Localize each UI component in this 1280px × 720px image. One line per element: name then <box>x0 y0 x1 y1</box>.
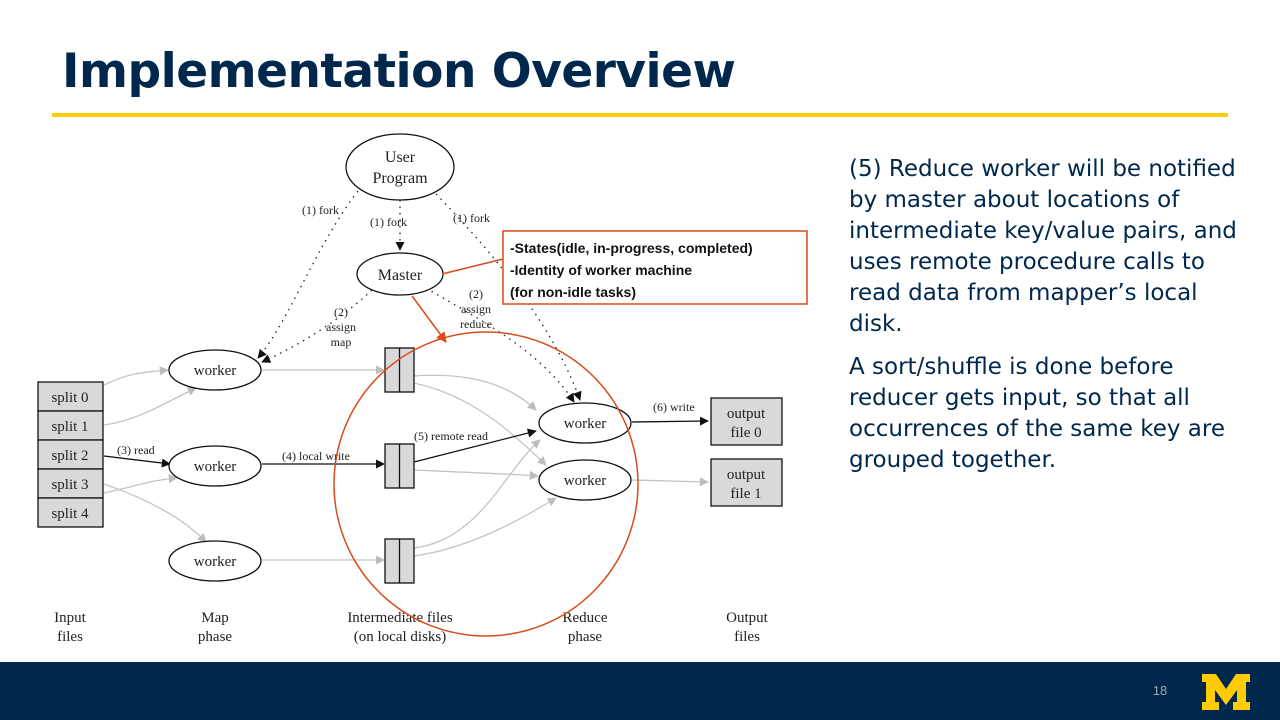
reduce-worker-2 <box>538 459 632 501</box>
phase-label-map-line1: Map <box>201 610 229 626</box>
assign-map-label-line1: (2) <box>334 305 348 319</box>
write-edge <box>631 416 709 426</box>
assign-reduce-edge <box>425 287 575 403</box>
split-label-1: split 1 <box>51 419 88 435</box>
phase-label-output-line1: Output <box>726 610 769 626</box>
edge-split3-worker3 <box>103 483 207 543</box>
remote-read-edge <box>413 428 537 463</box>
local-write-label: (4) local write <box>282 449 350 463</box>
phase-label-intermediate-line2: (on local disks) <box>354 629 446 645</box>
phase-label-input-line2: files <box>57 629 83 645</box>
notes-panel: (5) Reduce worker will be notified by ma… <box>849 154 1249 488</box>
split-box-4 <box>37 497 104 528</box>
split-label-3: split 3 <box>51 477 88 493</box>
edge-file2-reduce2 <box>413 469 539 480</box>
fork-label-center: (1) fork <box>370 215 407 229</box>
map-worker-1 <box>168 349 262 391</box>
phase-label-map-line2: phase <box>198 629 232 645</box>
note-paragraph-1: (5) Reduce worker will be notified by ma… <box>849 156 1237 337</box>
remote-read-label: (5) remote read <box>414 429 488 443</box>
assign-map-edge <box>261 289 373 363</box>
solid-edges <box>103 416 709 469</box>
intermediate-files <box>384 347 415 584</box>
fork-label-left: (1) fork <box>302 203 339 217</box>
callout-box <box>502 230 808 305</box>
phase-label-output-line2: files <box>734 629 760 645</box>
read-label: (3) read <box>117 443 155 457</box>
callout-connector <box>441 258 504 275</box>
user-program-label-line2: Program <box>372 170 428 187</box>
reduce-worker-1-label: worker <box>564 416 606 432</box>
map-worker-3 <box>168 540 262 582</box>
user-program-node <box>345 133 455 201</box>
callout-line-1: -States(idle, in-progress, completed) <box>510 240 753 256</box>
edge-split1-worker1 <box>103 387 197 426</box>
output-file-0-line1: output <box>727 406 766 422</box>
slide-title: Implementation Overview <box>62 44 736 99</box>
edge-file3-reduce1 <box>413 439 541 549</box>
edge-file3-reduce2 <box>413 497 557 557</box>
output-file-0-line2: file 0 <box>730 425 761 441</box>
edge-file1-reduce2 <box>413 382 547 466</box>
split-label-2: split 2 <box>51 448 88 464</box>
assign-reduce-label-line2: assign <box>461 302 491 316</box>
callout-line-3: (for non-idle tasks) <box>510 284 636 300</box>
page-number: 18 <box>1152 683 1168 698</box>
edge-file1-reduce1 <box>413 374 537 411</box>
assign-map-label-line2: assign <box>326 320 356 334</box>
read-edge <box>103 455 171 468</box>
master-label: Master <box>378 267 423 284</box>
reduce-worker-1 <box>538 402 632 444</box>
phase-label-input-line1: Input <box>54 610 86 626</box>
reduce-worker-2-label: worker <box>564 473 606 489</box>
output-file-1-line2: file 1 <box>730 486 761 502</box>
phase-label-reduce-line1: Reduce <box>563 610 608 626</box>
map-worker-3-label: worker <box>194 554 236 570</box>
edge-reduce2-output1 <box>631 477 709 487</box>
assign-reduce-label-line3: reduce <box>460 317 492 331</box>
output-file-0 <box>710 397 783 446</box>
map-worker-2-label: worker <box>194 459 236 475</box>
phase-label-intermediate-line1: Intermediate files <box>347 610 453 626</box>
output-file-1 <box>710 458 783 507</box>
phase-label-reduce-line2: phase <box>568 629 602 645</box>
fork-label-right: (1) fork <box>453 211 490 225</box>
mapreduce-diagram: User Program Master worker worker worker… <box>37 133 808 645</box>
university-logo <box>1202 674 1250 710</box>
edge-split3-worker2 <box>103 474 178 494</box>
map-worker-1-label: worker <box>194 363 236 379</box>
user-program-label-line1: User <box>385 149 416 166</box>
footer-bar: 18 <box>0 662 1280 720</box>
split-box-0 <box>37 381 104 412</box>
map-worker-2 <box>168 445 262 487</box>
note-paragraph-2: A sort/shuffle is done before reducer ge… <box>849 354 1226 473</box>
data-flow-edges <box>103 365 709 565</box>
edge-split0-worker1 <box>103 366 169 386</box>
title-underline <box>52 113 1228 117</box>
input-splits: split 0 split 1 split 2 split 3 split 4 <box>37 381 104 528</box>
callout-line-2: -Identity of worker machine <box>510 262 692 278</box>
highlight-circle <box>333 331 639 637</box>
split-label-4: split 4 <box>51 506 89 522</box>
split-label-0: split 0 <box>51 390 88 406</box>
control-edges <box>257 185 582 403</box>
write-label: (6) write <box>653 400 695 414</box>
highlight-arrow <box>411 295 447 343</box>
output-file-1-line1: output <box>727 467 766 483</box>
assign-reduce-label-line1: (2) <box>469 287 483 301</box>
split-box-3 <box>37 468 104 499</box>
assign-map-label-line3: map <box>331 335 352 349</box>
